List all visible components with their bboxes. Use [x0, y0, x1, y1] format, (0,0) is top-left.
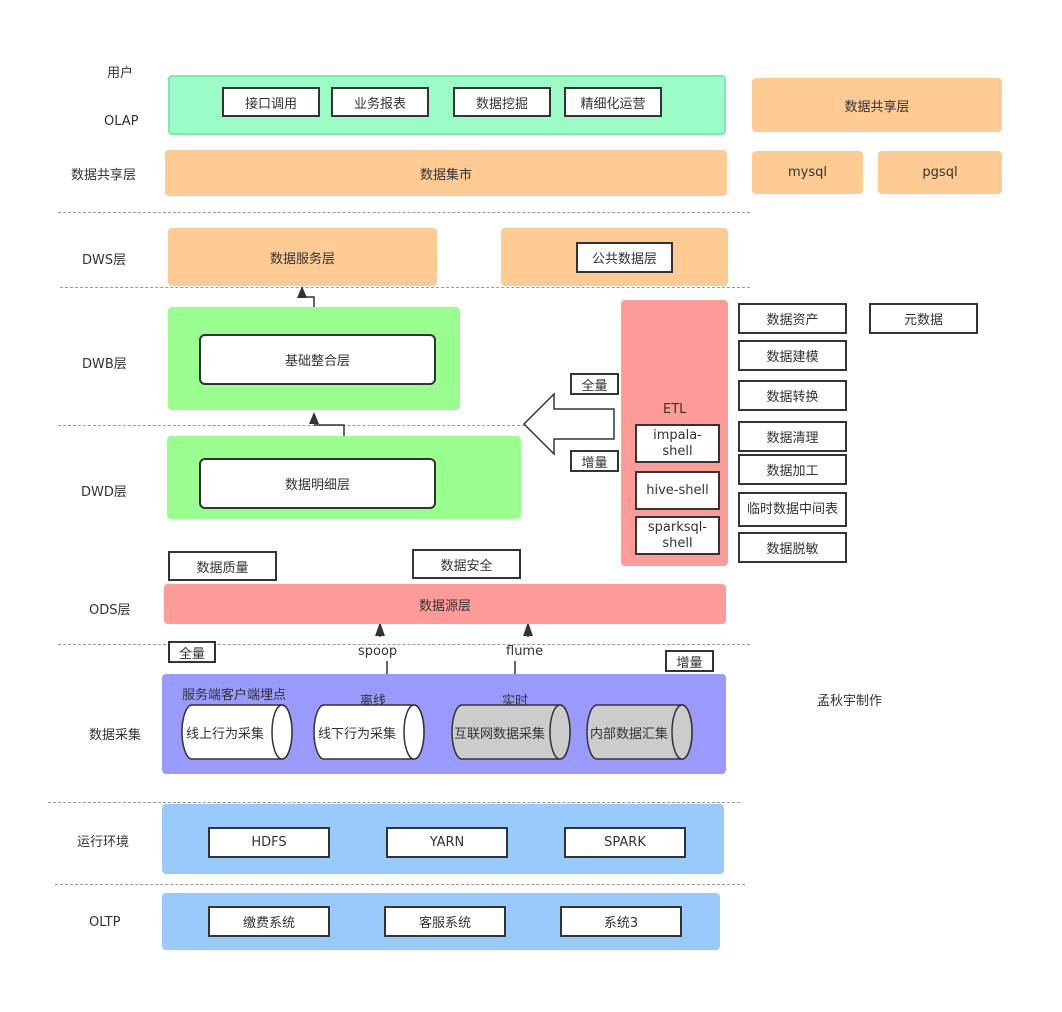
data-processing-box: 数据加工 — [738, 454, 847, 485]
olap-item-api: 接口调用 — [222, 87, 320, 117]
layer-label-dwb: DWB层 — [82, 357, 127, 372]
spoop-label: spoop — [358, 644, 398, 659]
cylinder-internet — [451, 704, 571, 760]
cylinder-label-offline: 线下行为采集 — [318, 727, 397, 742]
separator-line — [58, 212, 750, 213]
data-detail-layer: 数据明细层 — [199, 458, 436, 509]
separator-line — [60, 287, 750, 288]
etl-full-label: 全量 — [570, 373, 619, 395]
cylinder-label-internet: 互联网数据采集 — [454, 727, 546, 742]
etl-incremental-label: 增量 — [570, 450, 619, 472]
metadata-box: 元数据 — [869, 303, 978, 334]
share-layer-box: 数据共享层 — [752, 78, 1002, 132]
data-security-box: 数据安全 — [412, 549, 521, 579]
data-cleaning-box: 数据清理 — [738, 421, 847, 452]
flume-label: flume — [506, 644, 544, 659]
olap-item-operation: 精细化运营 — [564, 87, 662, 117]
runtime-hdfs: HDFS — [208, 827, 330, 858]
separator-line — [58, 425, 530, 426]
runtime-yarn: YARN — [386, 827, 508, 858]
mysql-box: mysql — [752, 151, 863, 194]
layer-label-oltp: OLTP — [89, 915, 121, 930]
data-quality-box: 数据质量 — [168, 551, 277, 581]
collect-full-label: 全量 — [168, 641, 216, 663]
cylinder-online — [181, 704, 293, 760]
olap-item-mining: 数据挖掘 — [453, 87, 551, 117]
etl-tool-sparksql: sparksql-shell — [635, 516, 720, 555]
layer-label-user: 用户 — [107, 66, 134, 81]
oltp-billing-system: 缴费系统 — [208, 906, 330, 937]
data-transform-box: 数据转换 — [738, 380, 847, 411]
layer-label-runtime: 运行环境 — [77, 835, 130, 850]
layer-label-ods: ODS层 — [89, 603, 131, 618]
cylinder-internal — [586, 704, 693, 760]
layer-label-collect: 数据采集 — [89, 728, 142, 743]
layer-label-dwd: DWD层 — [81, 485, 127, 500]
data-asset-box: 数据资产 — [738, 303, 847, 334]
olap-item-report: 业务报表 — [331, 87, 429, 117]
separator-line — [58, 644, 750, 645]
layer-label-dws: DWS层 — [82, 253, 127, 268]
temp-table-box: 临时数据中间表 — [738, 492, 847, 527]
data-source-layer: 数据源层 — [164, 584, 726, 624]
cylinder-offline — [313, 704, 425, 760]
layer-label-share: 数据共享层 — [71, 168, 137, 183]
data-masking-box: 数据脱敏 — [738, 532, 847, 563]
separator-line — [48, 802, 740, 803]
etl-title: ETL — [663, 402, 687, 417]
base-integration-layer: 基础整合层 — [199, 334, 436, 385]
runtime-spark: SPARK — [564, 827, 686, 858]
pgsql-box: pgsql — [878, 151, 1002, 194]
buried-point-label: 服务端客户端埋点 — [182, 688, 287, 703]
cylinder-label-online: 线上行为采集 — [186, 727, 265, 742]
separator-line — [55, 884, 745, 885]
etl-tool-hive: hive-shell — [635, 471, 720, 510]
oltp-system-3: 系统3 — [560, 906, 682, 937]
layer-label-olap: OLAP — [104, 114, 139, 129]
data-modeling-box: 数据建模 — [738, 340, 847, 371]
author-label: 孟秋宇制作 — [817, 694, 883, 709]
etl-tool-impala: impala-shell — [635, 424, 720, 463]
oltp-customer-service: 客服系统 — [384, 906, 506, 937]
cylinder-label-internal: 内部数据汇集 — [590, 727, 669, 742]
collect-incremental-label: 增量 — [665, 650, 714, 672]
public-data-layer: 公共数据层 — [576, 242, 673, 273]
data-service-layer: 数据服务层 — [168, 228, 437, 286]
data-mart-band: 数据集市 — [165, 150, 727, 196]
